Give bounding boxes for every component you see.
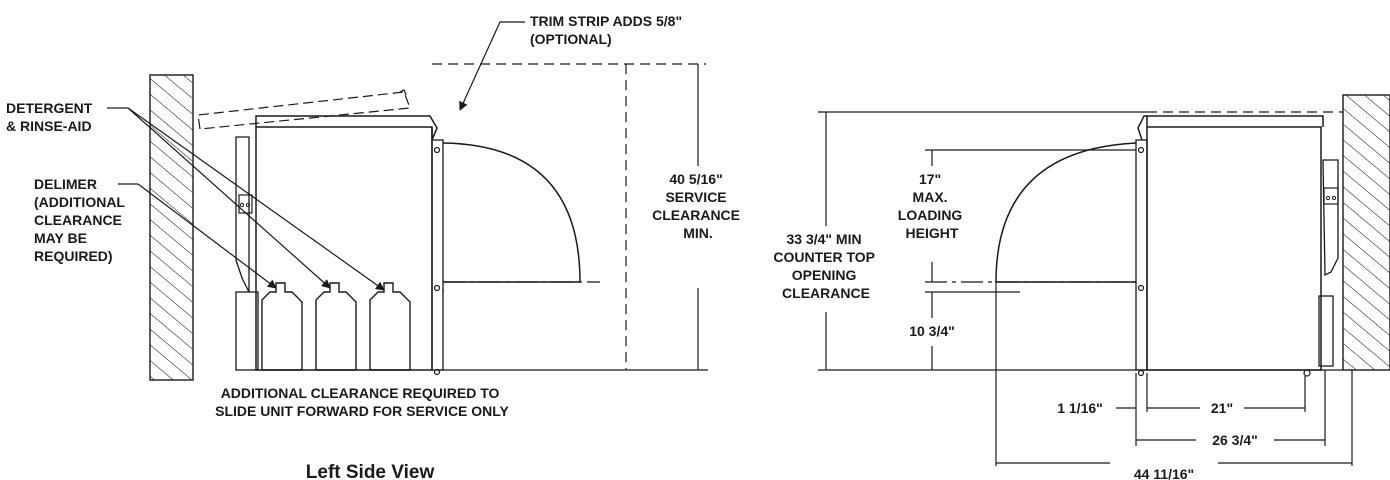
- view-title: Left Side View: [306, 462, 435, 480]
- dim-21: 21": [1211, 400, 1233, 416]
- top-cover: [255, 115, 438, 141]
- unit-body-left: [255, 126, 433, 371]
- rear-module-right: [1322, 159, 1339, 277]
- front-view: 33 3/4" MIN COUNTER TOP OPENING CLEARANC…: [773, 94, 1390, 480]
- chemical-bottles: [261, 282, 411, 371]
- rear-module: [235, 136, 250, 293]
- loading-height-label: 17" MAX. LOADING HEIGHT: [898, 171, 966, 241]
- base-height-label: 10 3/4": [909, 323, 955, 339]
- dim-1-1-16: 1 1/16": [1057, 400, 1103, 416]
- dim-44-11-16: 44 11/16": [1134, 466, 1194, 480]
- base-box: [235, 291, 259, 371]
- door-swing-arc: [442, 142, 581, 283]
- dim-26-3-4: 26 3/4": [1212, 432, 1258, 448]
- door-frame-right: [1135, 139, 1148, 371]
- door-frame: [431, 139, 444, 371]
- raised-cover: [197, 91, 411, 130]
- service-clearance-label: 40 5/16" SERVICE CLEARANCE MIN.: [652, 171, 744, 241]
- slide-note: ADDITIONAL CLEARANCE REQUIRED TO SLIDE U…: [215, 385, 509, 419]
- left-wall: [149, 74, 194, 381]
- right-wall: [1342, 94, 1390, 371]
- door-swing-arc-right: [995, 142, 1137, 283]
- unit-body-right: [1146, 126, 1322, 371]
- left-side-view: TRIM STRIP ADDS 5/8" (OPTIONAL) DETERGEN…: [6, 13, 744, 480]
- detergent-label: DETERGENT & RINSE-AID: [6, 100, 96, 134]
- counter-top-label: 33 3/4" MIN COUNTER TOP OPENING CLEARANC…: [773, 231, 878, 301]
- delimer-label: DELIMER (ADDITIONAL CLEARANCE MAY BE REQ…: [34, 176, 129, 264]
- trim-strip-label: TRIM STRIP ADDS 5/8" (OPTIONAL): [530, 13, 686, 47]
